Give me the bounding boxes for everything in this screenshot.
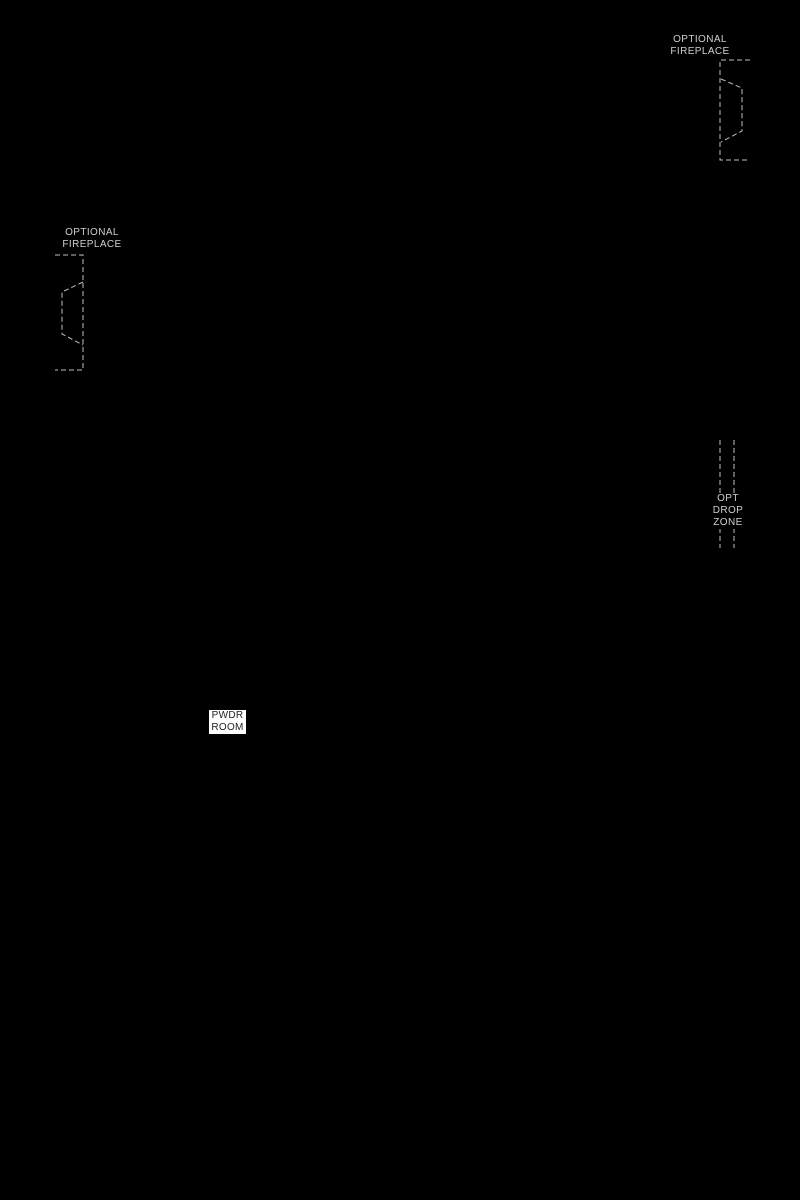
label-line: FIREPLACE [670,46,730,57]
label-line: ZONE [713,517,743,528]
optional-fireplace-right-label: OPTIONAL FIREPLACE [664,34,736,58]
label-line: PWDR [211,710,244,721]
fireplace-left-icon [55,254,84,371]
opt-drop-zone-label: OPT DROP ZONE [708,493,748,529]
label-line: OPTIONAL [65,227,119,238]
label-line: DROP [712,505,744,516]
optional-fireplace-left-label: OPTIONAL FIREPLACE [56,227,128,251]
label-line: OPTIONAL [673,34,727,45]
powder-room-label: PWDR ROOM [209,710,246,734]
label-line: FIREPLACE [62,239,122,250]
drop-zone-outline-icon [719,440,735,548]
label-line: OPT [717,493,739,504]
label-line: ROOM [211,722,244,733]
fireplace-right-icon [719,59,750,161]
